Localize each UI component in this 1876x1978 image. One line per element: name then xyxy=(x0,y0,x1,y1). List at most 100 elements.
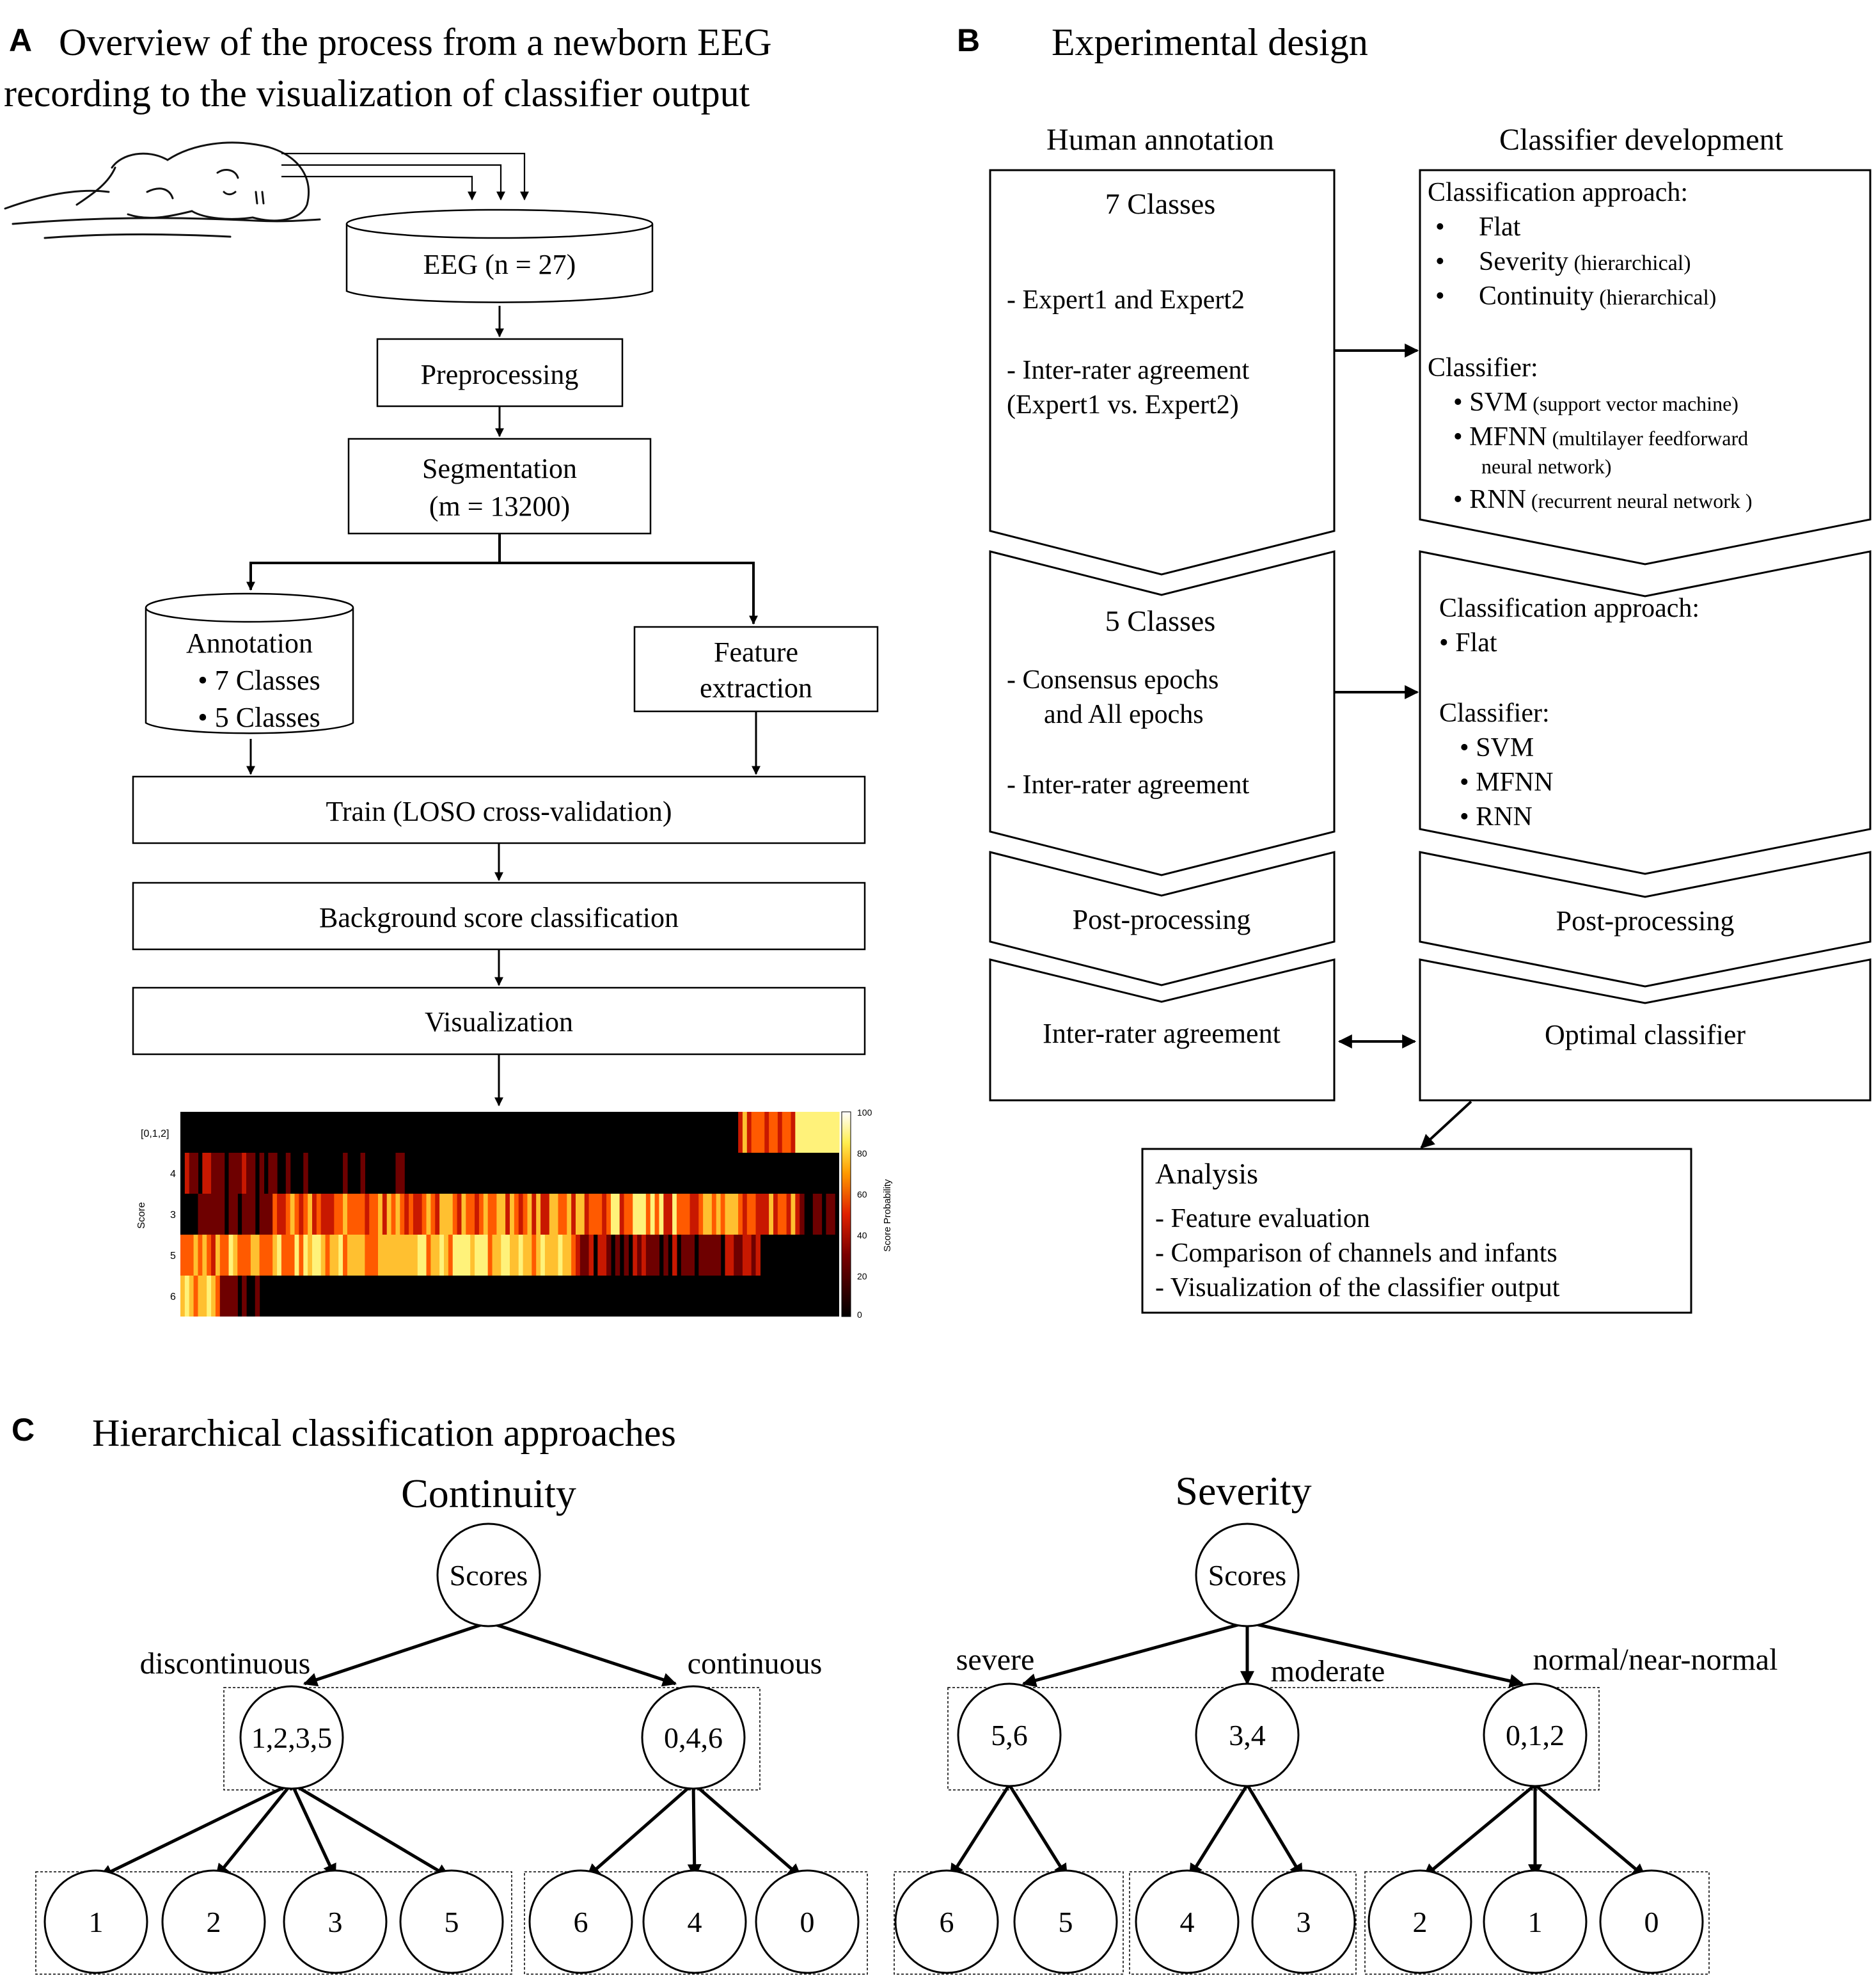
heatmap-cell xyxy=(518,1235,524,1276)
heatmap-cell xyxy=(444,1235,449,1276)
classification-approach-label: Classification approach: xyxy=(1428,178,1688,207)
heatmap-cell xyxy=(360,1153,365,1194)
heatmap-cell xyxy=(360,1235,365,1276)
heatmap-cell xyxy=(672,1194,677,1235)
heatmap-cell xyxy=(395,1194,400,1235)
heatmap-cell xyxy=(729,1235,734,1276)
svm-item: • SVM (support vector machine) xyxy=(1453,388,1738,417)
heatmap-cell xyxy=(536,1194,541,1235)
heatmap-cell xyxy=(422,1194,427,1235)
heatmap-cell xyxy=(804,1112,809,1153)
heatmap-cell xyxy=(602,1235,607,1276)
heatmap-cell xyxy=(308,1194,313,1235)
heatmap-cell xyxy=(277,1235,282,1276)
heatmap-cell xyxy=(593,1194,598,1235)
continuity-edges xyxy=(99,1620,802,1879)
heatmap-cell xyxy=(711,1235,717,1276)
inter-rater-item: - Inter-rater agreement xyxy=(1007,770,1250,800)
heatmap-cell xyxy=(374,1194,379,1235)
heatmap-cell xyxy=(571,1194,576,1235)
heatmap-cell xyxy=(360,1194,365,1235)
heatmap-cell xyxy=(800,1194,805,1235)
heatmap-cell xyxy=(207,1276,212,1317)
heatmap-cell xyxy=(211,1194,216,1235)
heatmap-cell xyxy=(320,1235,326,1276)
heatmap-cell xyxy=(259,1235,265,1276)
annotation-title: Annotation xyxy=(186,628,313,659)
heatmap-cell xyxy=(654,1194,660,1235)
heatmap-cell xyxy=(628,1194,633,1235)
heatmap-cell xyxy=(180,1235,185,1276)
inter-rater-item: - Inter-rater agreement xyxy=(1007,356,1250,385)
heatmap-cell xyxy=(378,1194,383,1235)
heatmap-row-label: 6 xyxy=(170,1292,176,1302)
heatmap-cell xyxy=(202,1235,207,1276)
heatmap-cell xyxy=(549,1194,555,1235)
heatmap-cell xyxy=(409,1235,414,1276)
heatmap-cell xyxy=(413,1194,418,1235)
heatmap-cell xyxy=(466,1194,471,1235)
heatmap-cell xyxy=(764,1194,769,1235)
heatmap-cell xyxy=(264,1194,269,1235)
heatmap-cell xyxy=(760,1194,765,1235)
heatmap-cell xyxy=(579,1194,585,1235)
seven-classes-title: 7 Classes xyxy=(1105,187,1216,220)
panel-b-letter: B xyxy=(957,22,980,58)
analysis-item: - Visualization of the classifier output xyxy=(1155,1273,1560,1302)
heatmap-cell xyxy=(299,1194,304,1235)
heatmap-row-label: 3 xyxy=(170,1210,176,1221)
heatmap-cell xyxy=(588,1194,594,1235)
heatmap-cell xyxy=(272,1194,278,1235)
leaf-node: 1 xyxy=(1528,1906,1543,1938)
heatmap-cell xyxy=(690,1235,695,1276)
heatmap-cell xyxy=(452,1235,458,1276)
heatmap-cell xyxy=(219,1194,225,1235)
heatmap-cell xyxy=(303,1194,308,1235)
heatmap-cell xyxy=(642,1235,647,1276)
heatmap-cell xyxy=(343,1235,348,1276)
consensus-item: - Consensus epochs xyxy=(1007,665,1218,695)
heatmap-cell xyxy=(448,1194,453,1235)
heatmap-cell xyxy=(663,1235,668,1276)
colorbar-tick: 80 xyxy=(857,1148,867,1159)
heatmap-cell xyxy=(716,1194,721,1235)
heatmap-cell xyxy=(281,1194,287,1235)
split-arrows xyxy=(246,534,758,625)
heatmap-cell xyxy=(325,1194,331,1235)
heatmap-cell xyxy=(769,1194,774,1235)
heatmap-cell xyxy=(615,1194,620,1235)
heatmap-cell xyxy=(237,1235,242,1276)
leaf-node: 0 xyxy=(800,1906,815,1938)
heatmap-cell xyxy=(435,1235,440,1276)
heatmap-cell xyxy=(193,1153,199,1194)
heatmap-cell xyxy=(334,1194,339,1235)
heatmap-cell xyxy=(233,1194,238,1235)
heatmap-cell xyxy=(404,1194,409,1235)
leaf-node: 6 xyxy=(940,1906,954,1938)
heatmap-cell xyxy=(382,1235,388,1276)
heatmap-cell xyxy=(755,1235,761,1276)
post-processing-label: Post-processing xyxy=(1073,904,1251,935)
continuity-node: 0,4,6 xyxy=(664,1721,723,1754)
heatmap-cell xyxy=(791,1112,796,1153)
heatmap-cell xyxy=(246,1235,251,1276)
heatmap-cell xyxy=(470,1194,475,1235)
heatmap-cell xyxy=(422,1235,427,1276)
heatmap-cell xyxy=(386,1194,392,1235)
heatmap-cell xyxy=(812,1194,818,1235)
heatmap-cell xyxy=(478,1194,484,1235)
heatmap-cell xyxy=(544,1194,550,1235)
severity-nodes xyxy=(894,1523,1704,1974)
heatmap-cell xyxy=(514,1235,519,1276)
heatmap-cell xyxy=(487,1235,493,1276)
continuity-node: 1,2,3,5 xyxy=(251,1721,333,1754)
flow-chevrons xyxy=(989,169,1872,1102)
eeg-label: EEG (n = 27) xyxy=(423,249,576,280)
flat-item: • Flat xyxy=(1439,628,1497,658)
heatmap-cell xyxy=(760,1112,765,1153)
panel-a: A Overview of the process from a newborn… xyxy=(4,21,893,1320)
severity-root: Scores xyxy=(1208,1559,1287,1592)
design-arrows xyxy=(1334,344,1472,1149)
leaf-node: 3 xyxy=(1297,1906,1311,1938)
heatmap-cell xyxy=(567,1194,572,1235)
